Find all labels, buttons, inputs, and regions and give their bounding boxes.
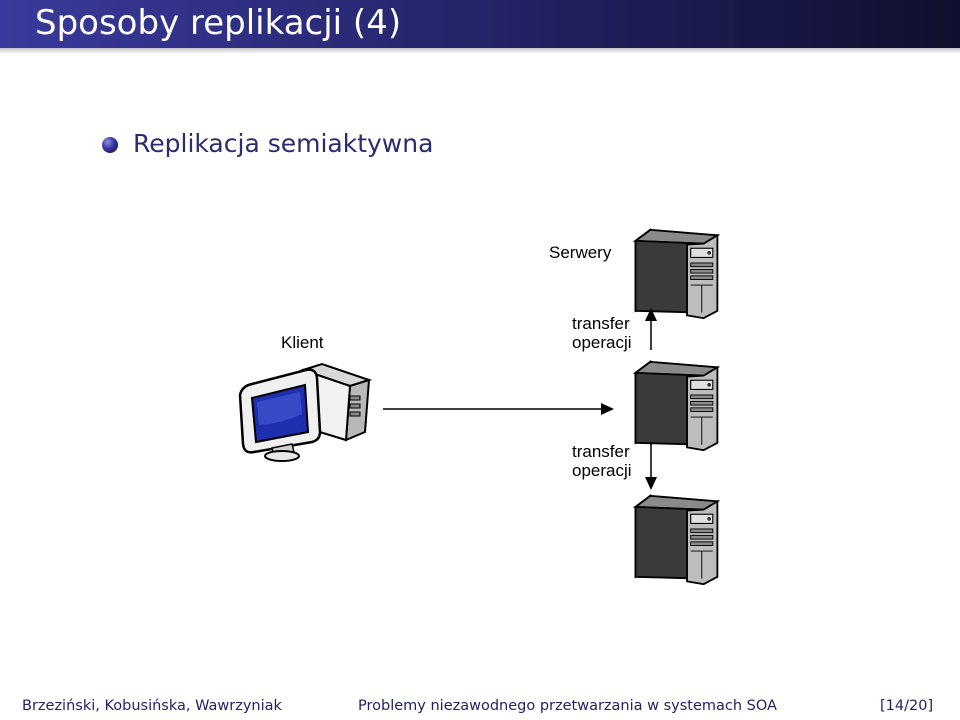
client-computer-icon: [238, 362, 373, 462]
transfer-top-line1: transfer: [572, 314, 630, 333]
footer-page-number: [14/20]: [880, 698, 934, 714]
transfer-up-arrowhead: [645, 308, 657, 321]
slide-title: Sposoby replikacji (4): [35, 3, 402, 43]
server-icon: [634, 360, 719, 452]
server-icon: [634, 228, 719, 320]
transfer-top-line2: operacji: [572, 333, 632, 352]
transfer-bottom-line2: operacji: [572, 461, 632, 480]
footer-course: Problemy niezawodnego przetwarzania w sy…: [358, 698, 777, 714]
client-label: Klient: [281, 333, 324, 352]
footer: Brzeziński, Kobusińska, Wawrzyniak Probl…: [0, 696, 960, 720]
transfer-down-arrowhead: [645, 477, 657, 490]
transfer-bottom-line1: transfer: [572, 442, 630, 461]
bullet-icon: [102, 137, 118, 153]
title-bar-shadow: [0, 48, 960, 54]
title-bar: [0, 0, 960, 48]
request-arrowhead: [601, 403, 614, 415]
server-icon: [634, 494, 719, 586]
servers-label: Serwery: [549, 243, 612, 262]
footer-authors: Brzeziński, Kobusińska, Wawrzyniak: [22, 698, 282, 714]
bullet-text: Replikacja semiaktywna: [133, 129, 434, 158]
